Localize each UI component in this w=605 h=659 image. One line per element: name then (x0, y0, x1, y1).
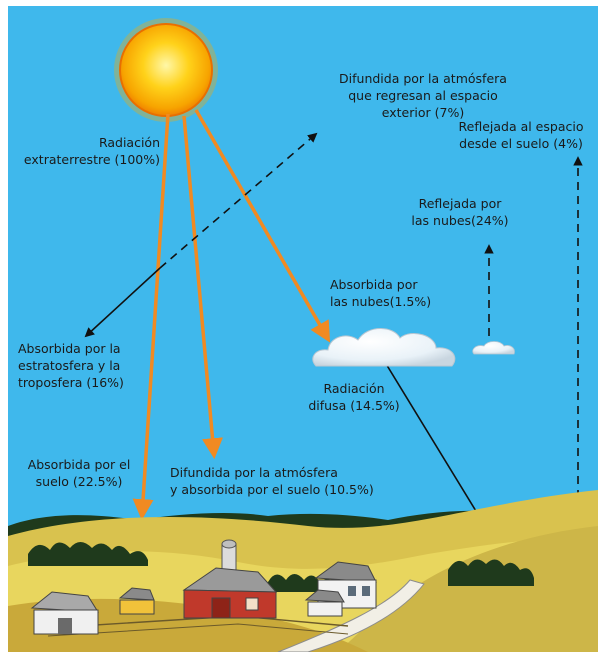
label-absorbed-by-ground: Absorbida por el suelo (22.5%) (27, 457, 131, 489)
sun (114, 18, 218, 122)
scattered-to-space-arrow (159, 132, 318, 269)
label-diffuse-radiation: Radiación difusa (14.5%) (308, 381, 400, 413)
label-absorbed-stratosphere: Absorbida por la estratosfera y la tropo… (18, 341, 124, 390)
label-scattered-absorbed-ground: Difundida por la atmósfera y absorbida p… (170, 465, 374, 497)
large-cloud (312, 328, 456, 367)
black-arrows (84, 132, 583, 536)
red-barn (182, 567, 278, 619)
yellow-shed (118, 587, 155, 615)
solar-radiation-scene (8, 18, 598, 652)
label-extraterrestrial-radiation: Radiación extraterrestre (100%) (23, 135, 160, 167)
label-reflected-from-ground: Reflejada al espacio desde el suelo (4%) (458, 119, 584, 151)
label-reflected-by-clouds: Reflejada por las nubes(24%) (411, 196, 509, 228)
diffuse-radiation-arrow (379, 353, 492, 536)
farm-buildings (30, 539, 377, 635)
diagram-frame: Radiación extraterrestre (100%) Difundid… (8, 6, 598, 652)
ray-to-cloud-arrow (194, 109, 331, 343)
ray-to-ground-arrow (132, 113, 170, 521)
small-cloud (472, 341, 515, 355)
left-barn (30, 591, 99, 635)
small-house (304, 589, 345, 617)
label-scattered-to-space: Difundida por la atmósfera que regresan … (339, 71, 507, 120)
orange-ray-arrows (132, 109, 331, 521)
ray-to-field-arrow (182, 115, 223, 460)
absorbed-atmosphere-arrow (84, 267, 161, 338)
landscape (8, 490, 598, 652)
label-absorbed-by-clouds: Absorbida por las nubes(1.5%) (330, 277, 432, 309)
